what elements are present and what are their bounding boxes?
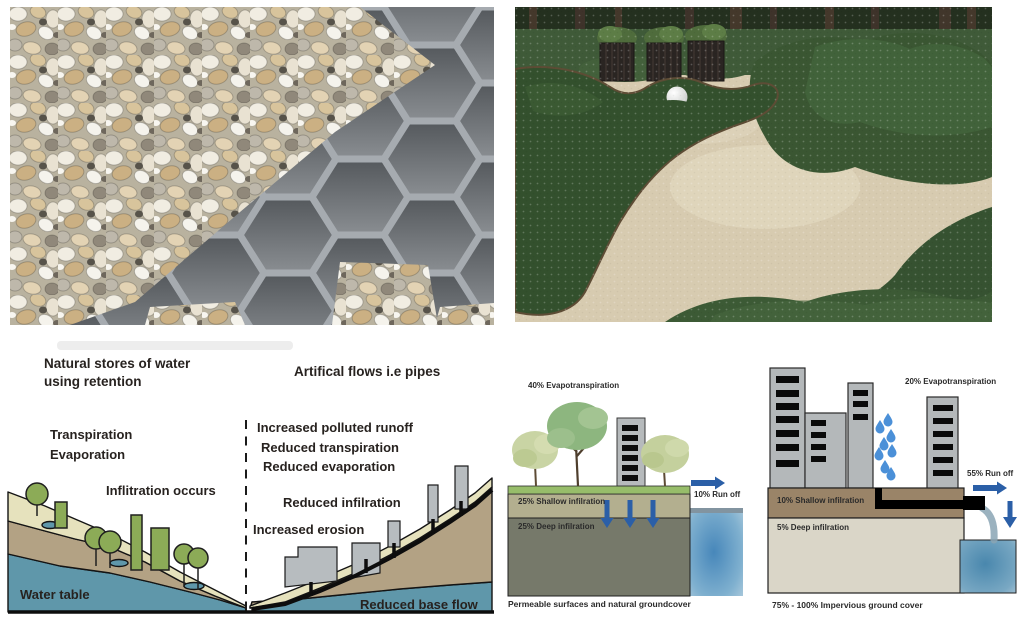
garden-illustration <box>515 7 992 322</box>
building-icon <box>616 417 646 487</box>
evaporation-label: Evaporation <box>50 447 126 462</box>
polluted-runoff-label: Increased polluted runoff <box>257 420 414 435</box>
permeable-caption: Permeable surfaces and natural groundcov… <box>508 599 691 609</box>
tree-icon <box>512 431 560 487</box>
gravel-fill <box>10 7 494 325</box>
infiltration-arrows <box>600 500 660 528</box>
permeable-diagram: 40% Evapotranspiration 25% Shallow infil… <box>505 368 755 616</box>
tree-icon <box>641 435 689 487</box>
evapotranspiration-label: 40% Evapotranspiration <box>528 381 620 390</box>
gravel-grid-illustration <box>10 7 494 325</box>
photo-garden <box>515 7 992 322</box>
drainage-pipes <box>251 488 494 611</box>
runoff-label: 10% Run off <box>694 490 741 499</box>
reduced-base-flow-label: Reduced base flow <box>360 597 478 612</box>
infiltration-label: Inflitration occurs <box>106 483 216 498</box>
down-arrow-icon <box>1003 501 1017 528</box>
permeable-illustration <box>507 402 743 597</box>
building-windows <box>776 376 953 476</box>
trees-and-vegetation <box>25 482 209 589</box>
faint-artifact <box>57 341 293 350</box>
deep-infiltration-label: 5% Deep infilration <box>777 523 850 532</box>
reduced-infiltration-label: Reduced infilration <box>283 495 401 510</box>
impervious-caption: 75% - 100% Impervious ground cover <box>772 600 923 610</box>
receiving-water <box>959 539 1017 594</box>
artificial-side-title: Artifical flows i.e pipes <box>294 364 441 379</box>
evapotranspiration-label: 20% Evapotranspiration <box>905 377 997 386</box>
water-table-label: Water table <box>20 587 90 602</box>
runoff-arrow-icon <box>691 476 725 490</box>
raindrop-icons <box>874 413 897 481</box>
receiving-water <box>690 508 743 596</box>
pond <box>109 558 129 568</box>
shallow-soil-layer <box>507 493 691 519</box>
water-edge <box>690 508 743 513</box>
pond <box>183 581 205 591</box>
photo-gravel-grid <box>10 7 494 325</box>
photo-grain-overlay <box>515 7 992 322</box>
runoff-arrow-icon <box>973 481 1007 495</box>
deep-infiltration-label: 25% Deep infilration <box>518 522 595 531</box>
transpiration-label: Transpiration <box>50 427 133 442</box>
urban-valley-side <box>249 477 493 613</box>
deep-soil-layer <box>507 517 691 597</box>
natural-side-title: Natural stores of water using retention <box>44 356 191 389</box>
groundcover-layer <box>507 485 691 495</box>
sewer-pipe <box>875 488 985 510</box>
runoff-label: 55% Run off <box>967 469 1014 478</box>
buildings <box>284 465 469 588</box>
shallow-infiltration-label: 25% Shallow infilration <box>518 497 606 506</box>
watershed-diagram: Natural stores of water using retention … <box>0 335 500 625</box>
reduced-evaporation-label: Reduced evaporation <box>263 459 396 474</box>
watershed-illustration <box>7 341 494 614</box>
discharge-stream <box>978 504 998 544</box>
impervious-diagram: 20% Evapotranspiration 55% Run off 10% S… <box>763 363 1024 618</box>
increased-erosion-label: Increased erosion <box>253 522 365 537</box>
shallow-infiltration-label: 10% Shallow infilration <box>777 496 865 505</box>
reduced-transpiration-label: Reduced transpiration <box>261 440 399 455</box>
tree-icon <box>547 402 608 487</box>
impervious-illustration <box>767 367 1017 594</box>
